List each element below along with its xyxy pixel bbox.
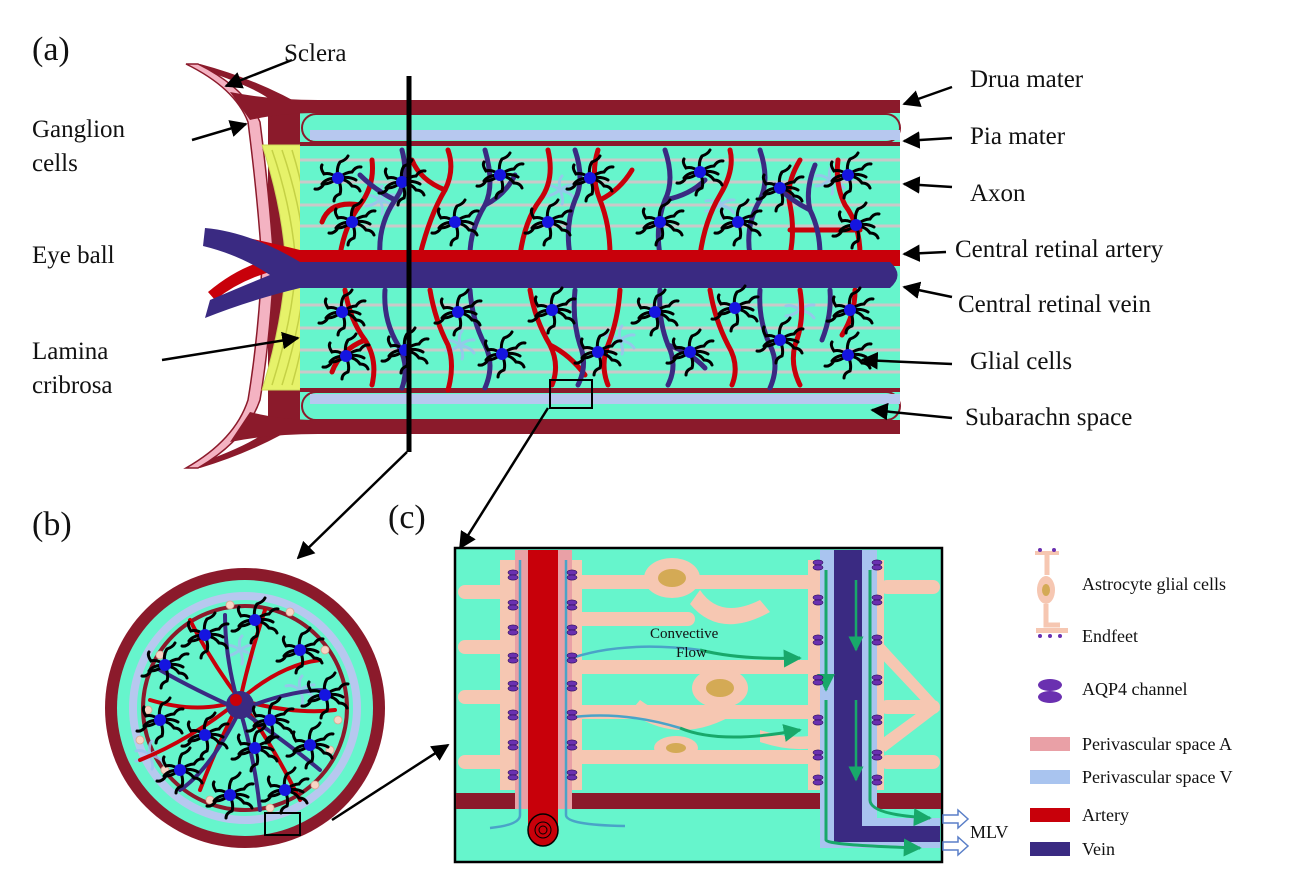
artery-c [528,550,558,830]
legend-astrocyte: Astrocyte glial cells [1082,574,1226,594]
label-central-retinal-artery: Central retinal artery [955,236,1164,263]
label-central-retinal-vein: Central retinal vein [958,291,1151,318]
central-retinal-vein [203,228,898,318]
label-axon: Axon [970,180,1026,207]
periarterial-flow [489,560,701,830]
legend-artery: Artery [1082,805,1129,825]
legend-peri-a: Perivascular space A [1082,734,1232,754]
zoom-box-b [264,812,301,836]
label-glial-cells: Glial cells [970,348,1073,375]
label-subarachnoid-space: Subarachn space [965,404,1133,431]
panel-c-label: (c) [388,499,426,536]
label-mlv: MLV [970,822,1009,842]
dura-mater-bottom [230,412,900,442]
legend-vein: Vein [1082,839,1115,859]
legend-endfeet: Endfeet [1082,626,1138,646]
panel-b-cross-section [105,568,385,848]
label-lamina-2: cribrosa [32,372,113,399]
sclera-pink-layer [183,63,275,469]
label-pia-mater: Pia mater [970,123,1066,150]
label-ganglion-2: cells [32,150,78,177]
legend-swatch-vein [1030,842,1070,856]
legend-aqp4: AQP4 channel [1082,679,1188,699]
legend-peri-v: Perivascular space V [1082,767,1233,787]
panel-a-arrows [161,58,953,822]
astrocyte-bodies [644,558,748,760]
label-lamina-1: Lamina [32,338,109,365]
panel-c-detail [453,546,970,864]
label-ganglion-1: Ganglion [32,116,126,143]
label-dura-mater: Drua mater [970,66,1084,93]
legend-aqp4-icon [1038,679,1062,703]
legend-astrocyte-icon [1035,548,1068,638]
convective-flow-arrows [679,570,932,857]
zoom-box-a [549,379,593,409]
panel-a-label: (a) [32,31,70,68]
legend-graphics [1030,548,1070,856]
label-flow: Flow [676,645,707,661]
legend-swatch-peri-a [1030,737,1070,751]
legend-swatch-peri-v [1030,770,1070,784]
mlv-arrows [942,808,970,857]
label-convective: Convective [650,626,719,642]
label-eyeball: Eye ball [32,242,115,269]
legend-swatch-artery [1030,808,1070,822]
dura-band-c [456,793,941,809]
label-sclera: Sclera [284,40,347,67]
panel-a-diagram [183,63,901,469]
panel-b-label: (b) [32,506,72,543]
